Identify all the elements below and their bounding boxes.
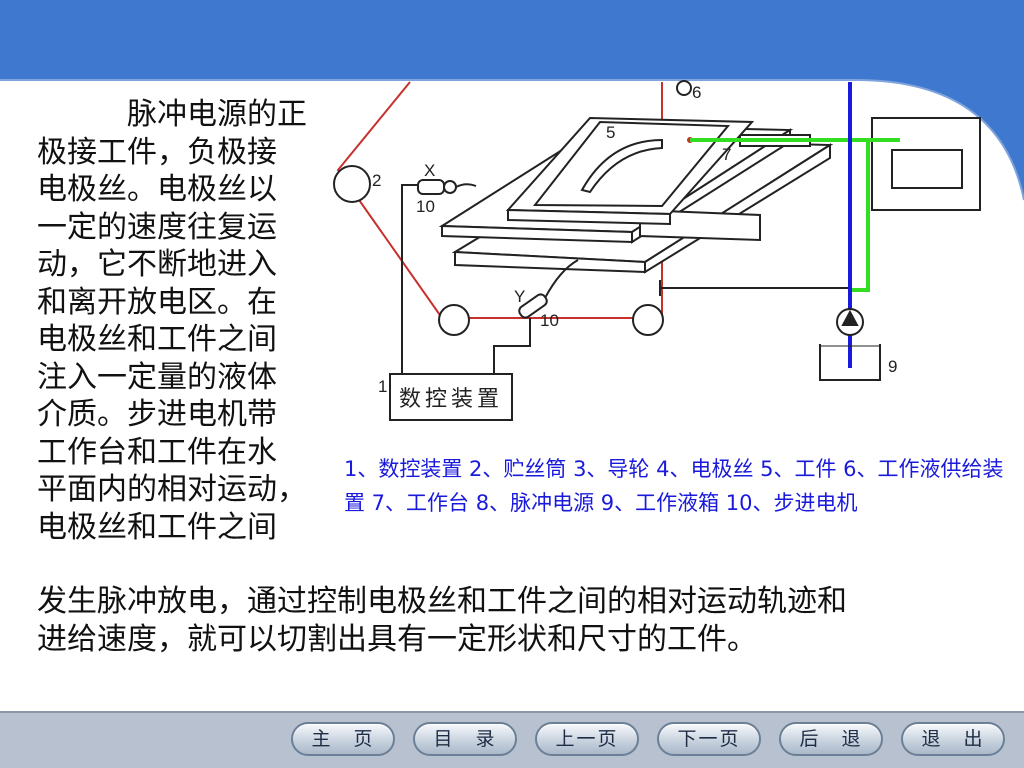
controller-wire-left xyxy=(401,184,418,374)
guide-wheel-right xyxy=(632,304,664,336)
prev-page-button[interactable]: 上一页 xyxy=(535,722,639,756)
stepper-motor-x-lead xyxy=(455,183,477,188)
label-10-y: 10 xyxy=(540,311,559,330)
label-x: X xyxy=(424,161,435,180)
back-button[interactable]: 后 退 xyxy=(779,722,883,756)
worktable-top-front xyxy=(507,208,671,226)
controller-box xyxy=(389,373,513,421)
stepper-motor-x xyxy=(417,179,445,195)
label-6: 6 xyxy=(692,83,701,102)
controller-wire-right xyxy=(493,318,531,374)
label-10-x: 10 xyxy=(416,197,435,216)
label-y: Y xyxy=(514,287,525,306)
stepper-motor-x-hub xyxy=(443,180,457,194)
label-7: 7 xyxy=(722,145,731,164)
home-button[interactable]: 主 页 xyxy=(291,722,395,756)
label-2: 2 xyxy=(372,171,381,190)
diagram-legend: 1、数控装置 2、贮丝筒 3、导轮 4、电极丝 5、工件 6、工作液供给装置 7… xyxy=(344,457,1004,515)
workpiece-cut-slot xyxy=(580,138,663,194)
guide-wheel-left xyxy=(438,304,470,336)
stepper-motor-y-lead xyxy=(544,259,579,299)
next-page-button[interactable]: 下一页 xyxy=(657,722,761,756)
fluid-pump-arrow xyxy=(841,309,859,326)
label-5: 5 xyxy=(606,123,615,142)
wire-drum xyxy=(333,165,371,203)
controller-label: 数控装置 xyxy=(399,387,503,412)
power-supply-inner xyxy=(891,149,963,189)
edm-diagram xyxy=(333,80,981,421)
content-area xyxy=(0,80,1024,768)
workpiece xyxy=(532,120,731,208)
contents-button[interactable]: 目 录 xyxy=(413,722,517,756)
green-wire-side xyxy=(852,140,870,292)
exit-button[interactable]: 退 出 xyxy=(901,722,1005,756)
label-1: 1 xyxy=(378,377,387,396)
body-text-left: 脉冲电源的正 极接工件，负极接 电极丝。电极丝以 一定的速度往复运 动，它不断地… xyxy=(37,97,307,545)
body-text-bottom: 发生脉冲放电，通过控制电极丝和工件之间的相对运动轨迹和 进给速度，就可以切割出具… xyxy=(37,584,847,657)
fluid-tank xyxy=(819,344,881,381)
content-area-edge xyxy=(0,79,1024,201)
guide-wheel-top xyxy=(676,80,692,96)
label-9: 9 xyxy=(888,357,897,376)
worktable-base-side xyxy=(644,143,831,274)
